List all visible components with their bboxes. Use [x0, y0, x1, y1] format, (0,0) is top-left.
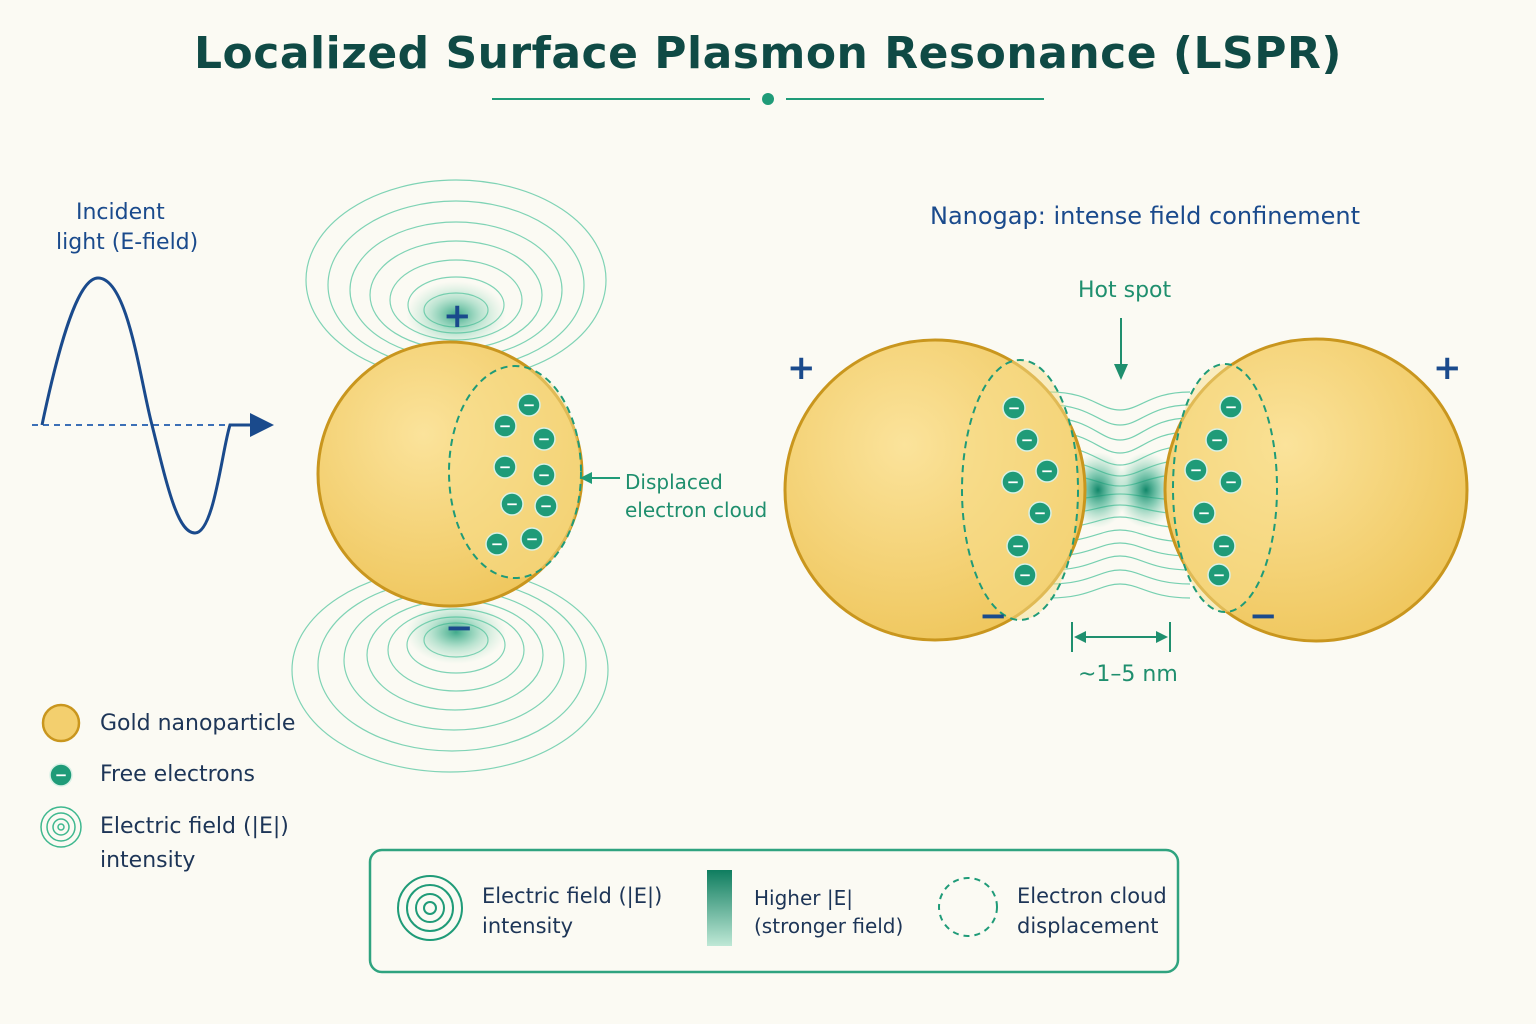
legend-electrons-label: Free electrons: [100, 762, 256, 787]
electron: −: [1212, 534, 1236, 558]
electron: −: [1002, 396, 1026, 420]
higher-field-label-line2: (stronger field): [754, 914, 904, 938]
electron: −: [500, 492, 524, 516]
svg-text:−: −: [526, 530, 539, 548]
svg-text:−: −: [506, 495, 519, 513]
electron: −: [517, 393, 541, 417]
higher-field-label-line1: Higher |E|: [754, 886, 853, 910]
electron: −: [532, 463, 556, 487]
svg-text:−: −: [1225, 398, 1238, 416]
dimer-left-minus: −: [979, 596, 1008, 636]
svg-text:−: −: [1041, 462, 1054, 480]
svg-text:−: −: [540, 497, 553, 515]
electron: −: [1001, 470, 1025, 494]
field-glow-bottom: [406, 600, 506, 664]
electron: −: [493, 414, 517, 438]
electron: −: [485, 532, 509, 556]
electron-legend-icon: −: [49, 763, 73, 787]
electron: −: [1006, 534, 1030, 558]
electron: −: [1184, 458, 1208, 482]
svg-text:−: −: [1012, 537, 1025, 555]
svg-text:−: −: [55, 766, 68, 784]
cloud-displacement-label-line2: displacement: [1017, 914, 1159, 938]
electron: −: [1219, 395, 1243, 419]
displaced-label-line2: electron cloud: [625, 498, 768, 522]
svg-text:−: −: [499, 417, 512, 435]
bottom-field-label-line1: Electric field (|E|): [482, 884, 663, 908]
bottom-field-label-line2: intensity: [482, 914, 574, 938]
svg-text:−: −: [1198, 504, 1211, 522]
hot-spot-glow-right: [1116, 452, 1176, 528]
arrow-right-icon: [250, 413, 274, 437]
dimer-right-plus: +: [1433, 348, 1462, 388]
dimer-left-plus: +: [787, 348, 816, 388]
positive-charge-top: +: [443, 296, 472, 336]
svg-text:−: −: [1225, 473, 1238, 491]
gap-dimension: [1071, 622, 1171, 652]
svg-text:−: −: [538, 430, 551, 448]
legend-field-label-line1: Electric field (|E|): [100, 814, 289, 839]
svg-text:−: −: [1021, 431, 1034, 449]
electron: −: [1015, 428, 1039, 452]
electron: −: [520, 527, 544, 551]
legend-gold-label: Gold nanoparticle: [100, 711, 296, 736]
negative-charge-bottom: −: [445, 608, 474, 648]
page-title: Localized Surface Plasmon Resonance (LSP…: [194, 28, 1342, 79]
nanogap-heading: Nanogap: intense field confinement: [930, 202, 1360, 230]
svg-text:−: −: [538, 466, 551, 484]
field-glow-top: [406, 281, 506, 349]
higher-field-gradient-icon: [707, 870, 732, 946]
svg-text:−: −: [1211, 431, 1224, 449]
incident-label-line2: light (E-field): [56, 230, 199, 255]
electron: −: [1028, 501, 1052, 525]
incident-light-wave: [32, 276, 274, 535]
svg-text:−: −: [1008, 399, 1021, 417]
gold-legend-icon: [41, 703, 81, 743]
electron-cloud-legend-icon: [938, 877, 998, 937]
incident-label-line1: Incident: [76, 200, 165, 225]
svg-text:−: −: [523, 396, 536, 414]
svg-text:−: −: [499, 458, 512, 476]
electron: −: [1192, 501, 1216, 525]
field-legend-icon: [40, 806, 82, 848]
bottom-legend-box: [368, 848, 1180, 974]
electrons-group: −−−−−−−−−−−−−−−−−−−−−−−−: [49, 393, 1243, 787]
bottom-field-icon: [397, 875, 463, 941]
svg-text:−: −: [1034, 504, 1047, 522]
displaced-label-line1: Displaced: [625, 470, 723, 494]
dimer-right-minus: −: [1249, 596, 1278, 636]
svg-text:−: −: [1213, 566, 1226, 584]
title-divider: [492, 93, 1044, 105]
hot-spot-label: Hot spot: [1078, 278, 1172, 303]
svg-text:−: −: [1190, 461, 1203, 479]
displaced-arrow: [580, 472, 620, 484]
electron: −: [1205, 428, 1229, 452]
svg-text:−: −: [1007, 473, 1020, 491]
electron: −: [534, 494, 558, 518]
electron: −: [493, 455, 517, 479]
legend-field-label-line2: intensity: [100, 848, 196, 873]
electron: −: [1013, 563, 1037, 587]
electron: −: [1035, 459, 1059, 483]
electron: −: [1219, 470, 1243, 494]
svg-text:−: −: [491, 535, 504, 553]
gap-size-label: ~1–5 nm: [1078, 662, 1178, 687]
svg-text:−: −: [1218, 537, 1231, 555]
hot-spot-arrow: [1114, 318, 1128, 380]
cloud-displacement-label-line1: Electron cloud: [1017, 884, 1167, 908]
electron: −: [532, 427, 556, 451]
electron: −: [1207, 563, 1231, 587]
svg-text:−: −: [1019, 566, 1032, 584]
